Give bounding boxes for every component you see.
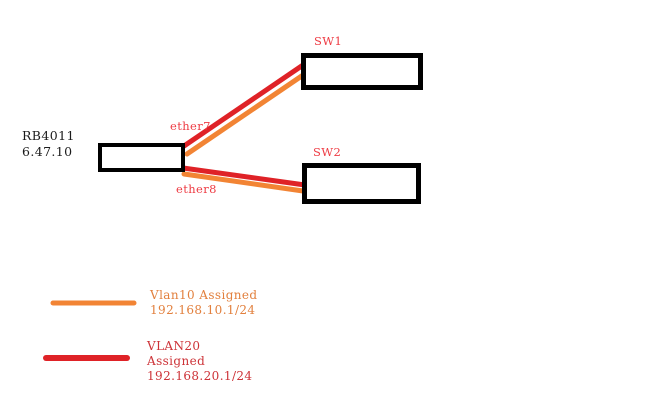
link-ether8-vlan20-line [180, 165, 308, 188]
router-box [98, 143, 185, 172]
router-label: RB4011 6.47.10 [22, 128, 75, 160]
router-name: RB4011 [22, 128, 75, 143]
legend-vlan20-subtitle: Assigned [147, 354, 206, 368]
switch1-box [301, 53, 423, 90]
legend-vlan20-label: VLAN20 Assigned 192.168.20.1/24 [147, 339, 252, 384]
router-version: 6.47.10 [22, 144, 73, 159]
link-ether7-vlan20-line [181, 60, 309, 149]
legend-vlan20-title: VLAN20 [147, 339, 201, 353]
port-ether8-label: ether8 [176, 182, 217, 196]
link-ether7-vlan10-line [184, 68, 312, 157]
legend-vlan10-subnet: 192.168.10.1/24 [150, 303, 256, 317]
legend-vlan20-subnet: 192.168.20.1/24 [147, 369, 253, 383]
link-ether8-vlan10-line [181, 171, 306, 194]
legend-vlan10-title: Vlan10 Assigned [150, 288, 258, 302]
legend-vlan10-label: Vlan10 Assigned 192.168.10.1/24 [150, 288, 257, 318]
switch1-label: SW1 [314, 34, 343, 48]
port-ether7-label: ether7 [170, 119, 211, 133]
switch2-box [302, 163, 421, 204]
switch2-label: SW2 [313, 145, 342, 159]
